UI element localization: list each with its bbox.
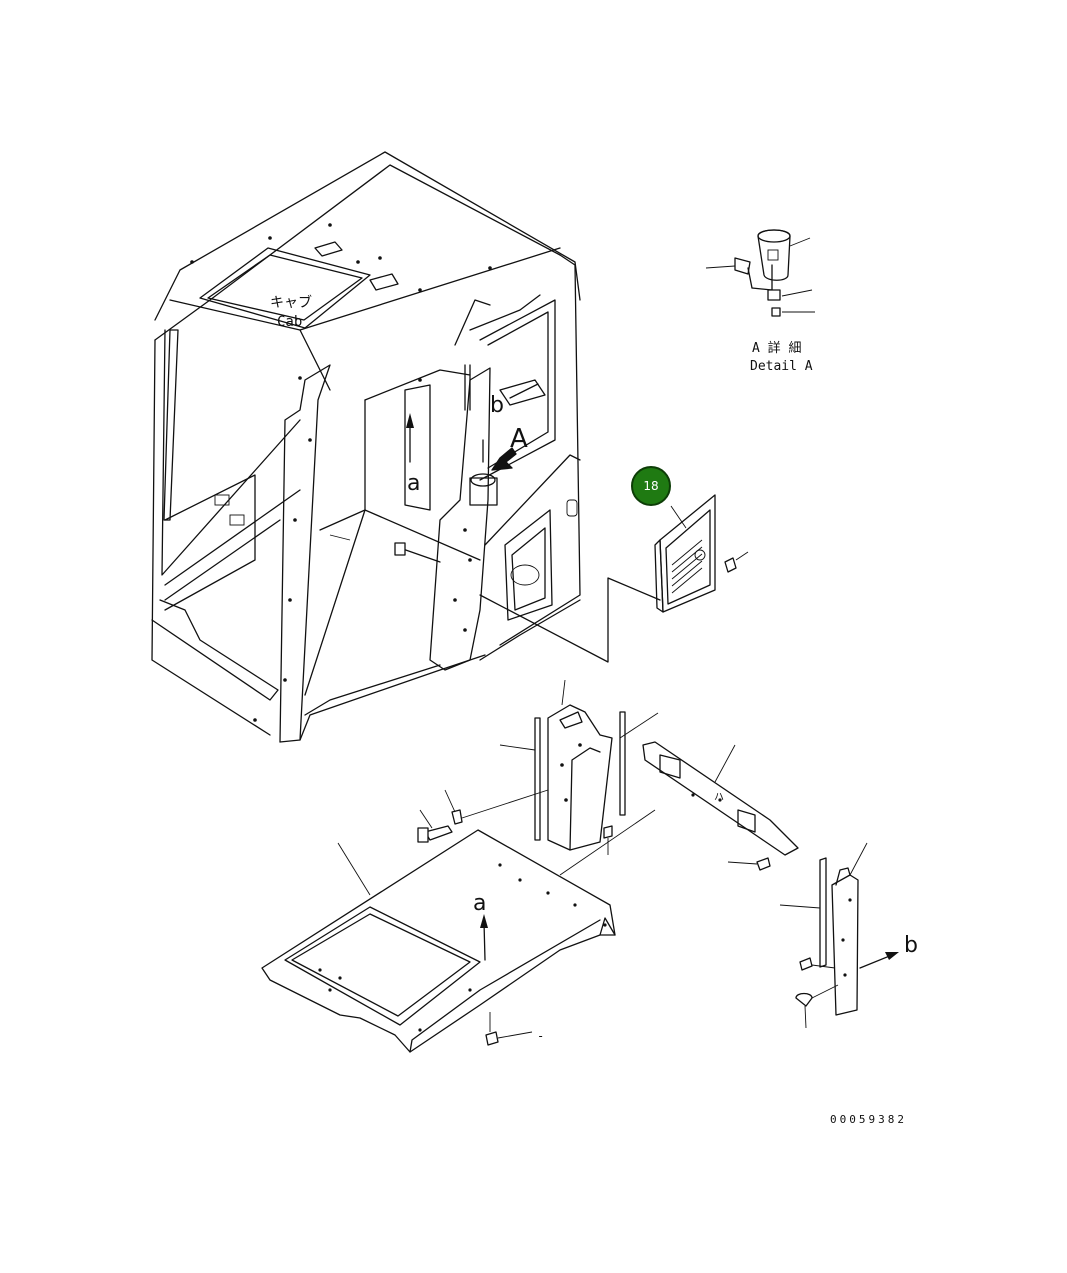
callout-18-number: 18	[643, 479, 658, 493]
arrow-b-lower	[859, 952, 899, 969]
kana-ha-label: ハ	[714, 792, 724, 803]
arrow-a-lower-label: a	[473, 891, 486, 916]
arrow-b-lower-label: b	[904, 933, 918, 958]
cover-part-18	[654, 494, 749, 613]
detail-a-label-jp: A 詳 細	[752, 340, 801, 356]
arrow-a-lower	[480, 914, 488, 961]
floor-liner	[261, 809, 656, 1053]
drawing-number: 00059382	[830, 1113, 907, 1126]
view-a-arrow	[482, 439, 517, 471]
arrow-b-upper	[464, 364, 539, 411]
right-post	[779, 842, 868, 1029]
detail-a-label-en: Detail A	[750, 359, 813, 374]
arrow-b-upper-label: b	[490, 393, 504, 418]
arrow-a-upper-label: a	[407, 471, 420, 496]
callout-18[interactable]: 18	[631, 466, 671, 506]
cab-rivets	[190, 223, 492, 722]
side-trim-panel	[642, 741, 799, 871]
dash-mark: -	[537, 1029, 544, 1043]
cab-label-en: Cab	[277, 314, 302, 330]
cab-assembly	[151, 151, 581, 743]
detail-a	[705, 229, 815, 317]
arrow-a-upper	[406, 413, 414, 463]
cab-label-jp: キャブ	[270, 294, 312, 311]
rear-column	[417, 679, 659, 855]
leader-cover	[479, 577, 661, 663]
view-a-label: A	[510, 424, 528, 454]
